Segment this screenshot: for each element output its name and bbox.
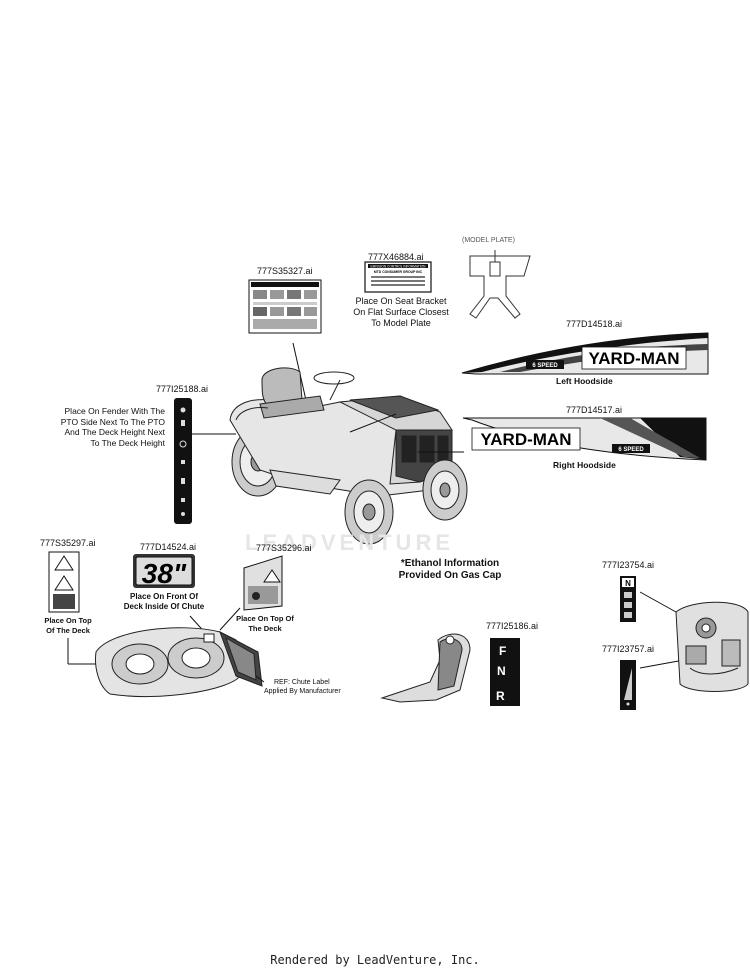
riding-mower-illustration [229, 367, 468, 545]
ethanol-note-line-2: Provided On Gas Cap [398, 570, 502, 581]
lever-letter-text: N [625, 579, 631, 588]
deck-decal-777s35297 [48, 551, 80, 613]
seat-bracket-note: Place On Seat Bracket On Flat Surface Cl… [346, 296, 456, 329]
part-777x46884: 777X46884.ai [368, 252, 424, 262]
part-777d14524: 777D14524.ai [140, 542, 197, 552]
fender-note-line-1: Place On Fender With The [64, 406, 165, 416]
safety-decal-777s35327 [248, 279, 322, 334]
deck-size-decal-777d14524: 38" [133, 554, 195, 589]
part-777i25188: 777I25188.ai [156, 384, 209, 394]
right-speed-text: 6 SPEED [618, 447, 644, 453]
fender-note-line-2: PTO Side Next To The PTO [60, 416, 165, 427]
emission-head-text: EMISSION CONTROL INFORMATION [371, 265, 427, 269]
seat-bracket-note-line-1: Place On Seat Bracket [355, 296, 447, 306]
right-hoodside-note: Right Hoodside [553, 460, 616, 470]
front-deck-note-line-1: Place On Front Of [129, 592, 198, 601]
emission-company-text: MTD CONSUMER GROUP INC [374, 270, 423, 274]
top-deck-note-2-line-2: The Deck [248, 623, 282, 633]
top-deck-note-1-line-2: Of The Deck [46, 625, 90, 635]
ethanol-note-line-1: *Ethanol Information [400, 558, 500, 569]
mower-deck-illustration [95, 627, 263, 698]
top-deck-note-2-line-1: Place On Top Of [236, 614, 294, 623]
deck-decal-777s35296 [243, 555, 283, 611]
shift-letter-r: R [496, 689, 505, 703]
part-777s35296: 777S35296.ai [256, 543, 312, 553]
part-777s35297: 777S35297.ai [40, 538, 96, 548]
left-hoodside-decal: YARD-MAN 6 SPEED [461, 332, 709, 375]
deck-size-text: 38" [142, 558, 187, 589]
right-brand-text: YARD-MAN [481, 430, 572, 449]
shift-letter-f: F [499, 644, 506, 658]
front-deck-note-line-2: Deck Inside Of Chute [123, 601, 205, 611]
model-plate-outline [469, 250, 531, 319]
part-777d14518: 777D14518.ai [566, 319, 623, 329]
part-777s35327: 777S35327.ai [257, 266, 313, 276]
seat-bracket-note-line-2: On Flat Surface Closest [353, 307, 449, 317]
fender-note: Place On Fender With The PTO Side Next T… [40, 406, 165, 448]
part-777i23757: 777I23757.ai [602, 644, 655, 654]
top-deck-note-2: Place On Top Of The Deck [230, 614, 300, 633]
chute-ref-note-line-2: Applied By Manufacturer [264, 688, 341, 695]
left-brand-text: YARD-MAN [589, 349, 680, 368]
fender-note-line-4: To The Deck Height [90, 437, 166, 448]
dash-console-illustration [675, 601, 749, 692]
fender-decal-777i25188 [174, 398, 192, 524]
seat-bracket-note-line-3: To Model Plate [371, 318, 431, 328]
part-777i23754: 777I23754.ai [602, 560, 655, 570]
shift-decal-777i25186: F N R [490, 638, 520, 706]
watermark: LEADVENTURE [245, 530, 455, 555]
model-plate-note: (MODEL PLATE) [462, 237, 515, 244]
lever-decal-777i23754: N [620, 576, 636, 622]
chute-ref-note-line-1: REF: Chute Label [274, 679, 330, 686]
top-deck-note-1-line-1: Place On Top [44, 616, 92, 625]
lever-decal-777i23757 [620, 660, 636, 710]
left-speed-text: 6 SPEED [532, 363, 558, 369]
ethanol-note: *Ethanol Information Provided On Gas Cap [395, 558, 505, 582]
left-hoodside-note: Left Hoodside [556, 376, 613, 386]
shift-fender-illustration [380, 633, 471, 703]
chute-ref-note: REF: Chute Label Applied By Manufacturer [264, 678, 341, 696]
emission-decal-777x46884: EMISSION CONTROL INFORMATION MTD CONSUME… [364, 261, 432, 293]
fender-note-line-3: And The Deck Height Next [64, 427, 165, 437]
part-777d14517: 777D14517.ai [566, 405, 623, 415]
shift-letter-n: N [497, 664, 506, 678]
top-deck-note-1: Place On Top Of The Deck [28, 616, 108, 635]
part-777i25186: 777I25186.ai [486, 621, 539, 631]
footer-credit: Rendered by LeadVenture, Inc. [270, 953, 480, 967]
front-deck-note: Place On Front Of Deck Inside Of Chute [114, 592, 214, 611]
right-hoodside-decal: YARD-MAN 6 SPEED [462, 417, 707, 461]
